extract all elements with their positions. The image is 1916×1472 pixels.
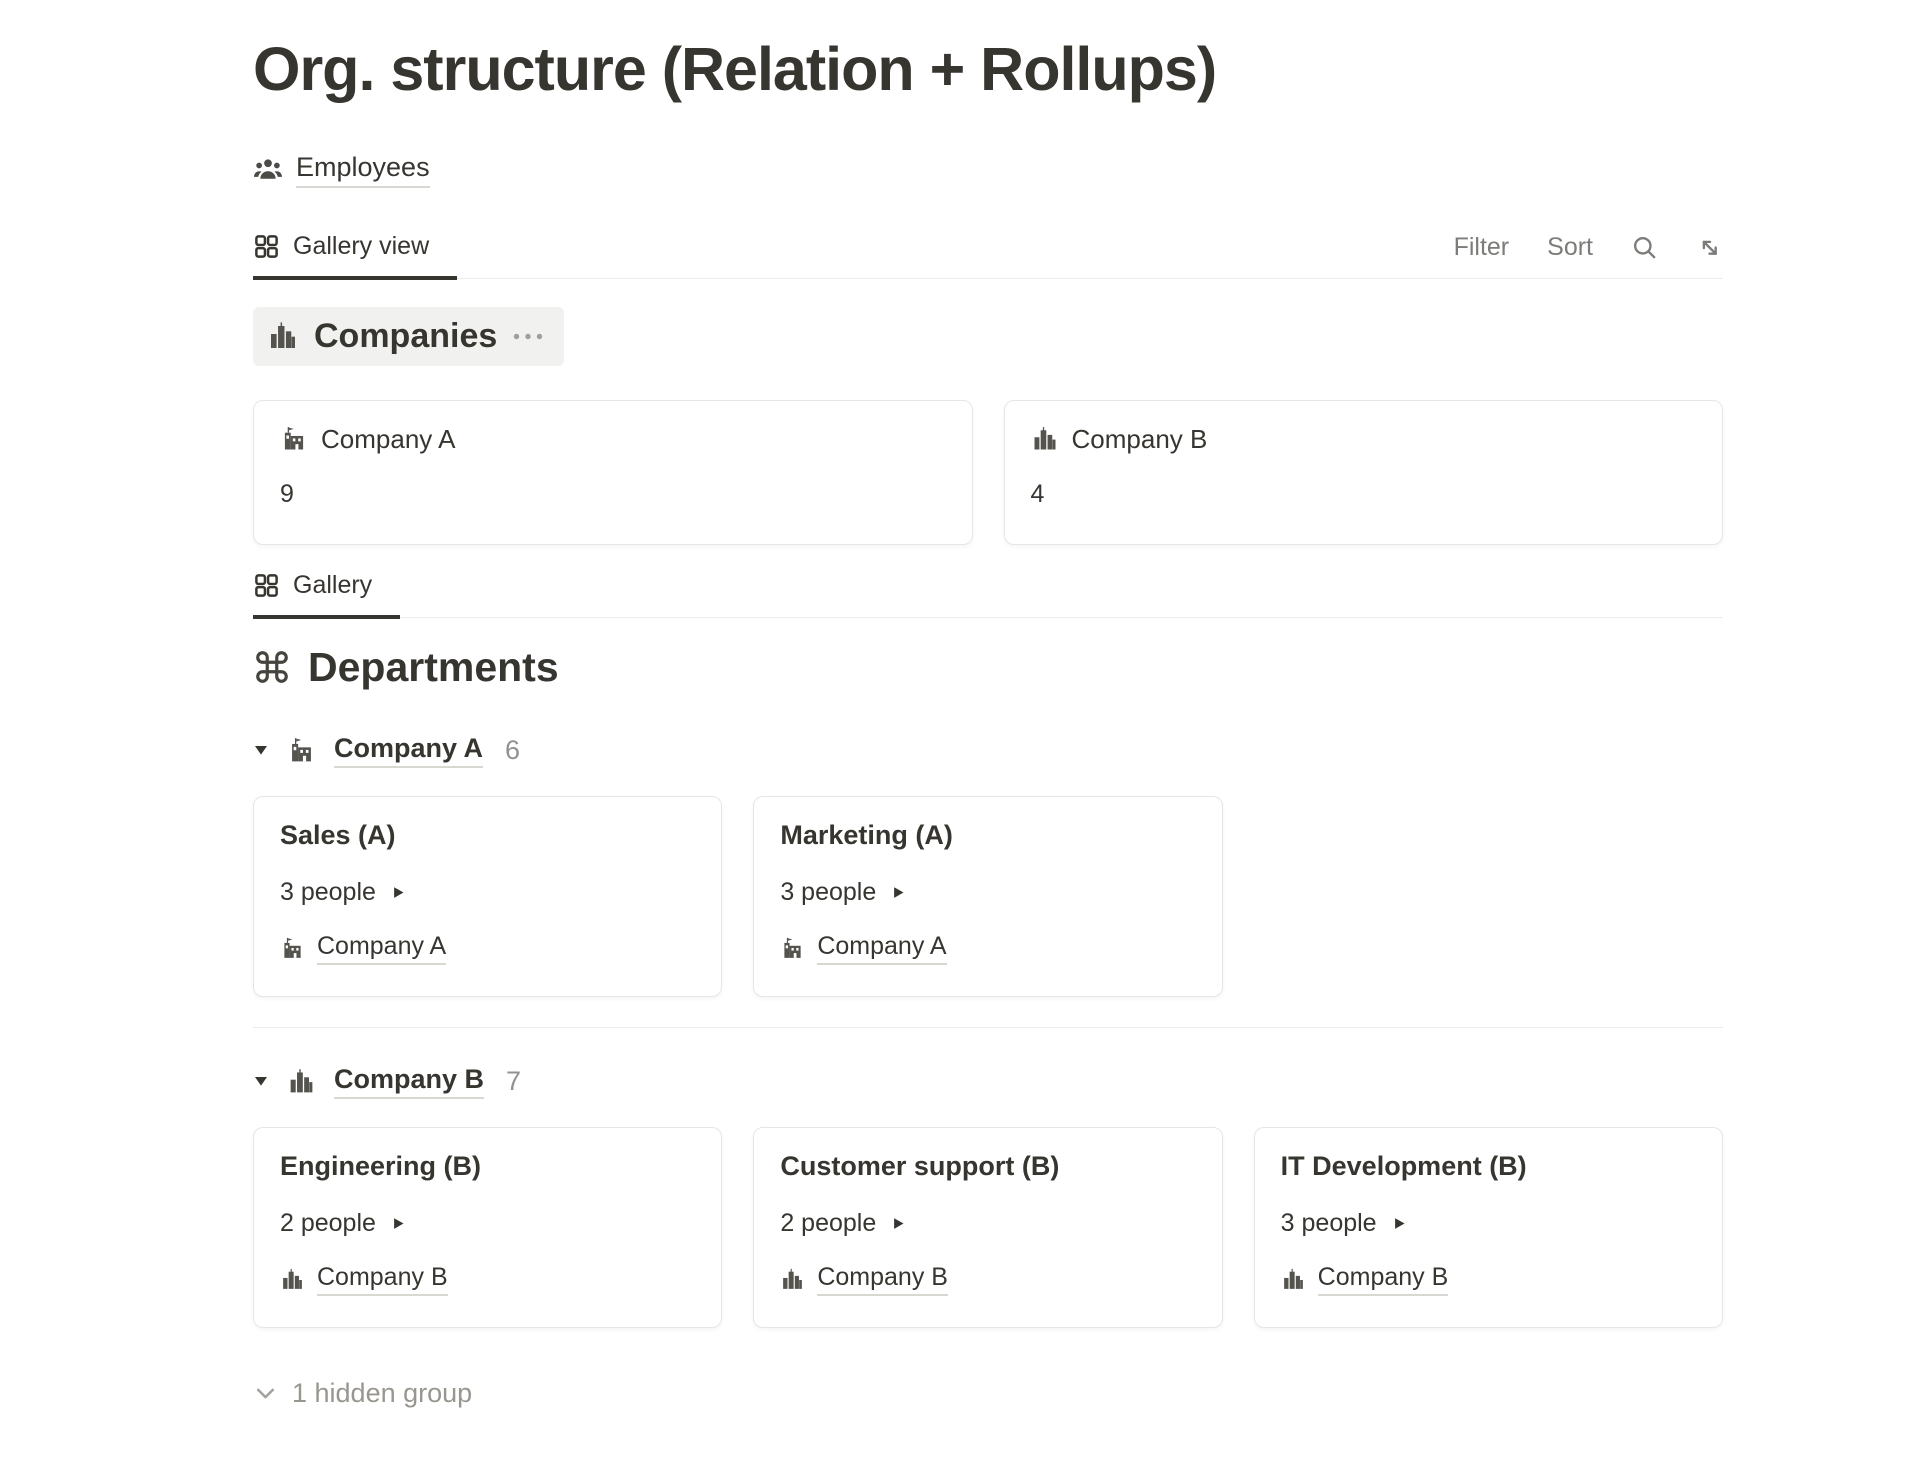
tab-gallery[interactable]: Gallery	[253, 570, 401, 619]
people-count: 3 people	[280, 877, 376, 906]
people-count: 2 people	[780, 1208, 877, 1237]
department-card-it-development-b[interactable]: IT Development (B) 3 people Company B	[1253, 1126, 1723, 1328]
card-title: Marketing (A)	[780, 819, 953, 850]
company-relation-link[interactable]: Company A	[817, 932, 947, 965]
school-building-icon	[280, 425, 308, 453]
sort-button[interactable]: Sort	[1547, 232, 1593, 261]
card-title: Engineering (B)	[280, 1150, 481, 1181]
play-arrow-icon[interactable]	[391, 885, 406, 900]
tab-gallery-view-label: Gallery view	[293, 231, 430, 260]
department-card-engineering-b[interactable]: Engineering (B) 2 people Company B	[253, 1126, 723, 1328]
cityscape-icon	[780, 1267, 805, 1292]
toggle-triangle-icon[interactable]	[253, 742, 269, 758]
group-header-company-b: Company B 7	[253, 1064, 1723, 1099]
cityscape-icon	[280, 1267, 305, 1292]
departments-card-grid-a: Sales (A) 3 people Company A	[253, 795, 1723, 997]
people-count: 3 people	[1280, 1208, 1377, 1237]
companies-group-header[interactable]: Companies	[253, 306, 565, 366]
companies-view-tabbar: Gallery view Filter Sort	[253, 231, 1723, 280]
group-company-link[interactable]: Company B	[334, 1064, 485, 1099]
people-count: 3 people	[780, 877, 877, 906]
hidden-group-toggle[interactable]: 1 hidden group	[253, 1378, 1723, 1409]
company-relation-link[interactable]: Company B	[317, 1263, 448, 1296]
companies-card-grid: Company A 9 Company B 4	[253, 399, 1723, 545]
tab-gallery-view[interactable]: Gallery view	[253, 231, 458, 280]
department-card-customer-support-b[interactable]: Customer support (B) 2 people Company B	[753, 1126, 1223, 1328]
group-count: 6	[505, 734, 521, 765]
companies-group-title: Companies	[314, 316, 498, 355]
departments-section-header: Departments	[253, 644, 1723, 691]
play-arrow-icon[interactable]	[1392, 1216, 1407, 1231]
rollup-count: 9	[280, 479, 294, 508]
employees-link[interactable]: Employees	[253, 152, 1723, 188]
cityscape-icon	[1281, 1267, 1306, 1292]
department-card-sales-a[interactable]: Sales (A) 3 people Company A	[253, 795, 723, 997]
expand-icon[interactable]	[1696, 234, 1723, 261]
view-toolbar: Filter Sort	[1454, 233, 1723, 278]
cityscape-icon	[1031, 425, 1059, 453]
chevron-down-icon	[253, 1381, 278, 1406]
employees-link-label: Employees	[296, 152, 430, 188]
command-icon	[253, 648, 291, 686]
group-count: 7	[506, 1065, 522, 1096]
play-arrow-icon[interactable]	[891, 1216, 906, 1231]
group-header-company-a: Company A 6	[253, 733, 1723, 768]
company-b-card[interactable]: Company B 4	[1003, 399, 1723, 545]
toggle-triangle-icon[interactable]	[253, 1073, 269, 1089]
search-icon[interactable]	[1631, 234, 1658, 261]
hidden-group-label: 1 hidden group	[292, 1377, 473, 1408]
department-card-marketing-a[interactable]: Marketing (A) 3 people Company A	[753, 795, 1223, 997]
page-content: Org. structure (Relation + Rollups) Empl…	[253, 35, 1723, 1409]
card-title: Customer support (B)	[780, 1150, 1060, 1181]
departments-card-grid-b: Engineering (B) 2 people Company B	[253, 1126, 1723, 1328]
play-arrow-icon[interactable]	[891, 885, 906, 900]
school-building-icon	[287, 736, 316, 765]
card-title: IT Development (B)	[1280, 1150, 1527, 1181]
card-title: Company B	[1071, 423, 1208, 454]
company-relation-link[interactable]: Company A	[317, 932, 447, 965]
people-count: 2 people	[280, 1208, 376, 1237]
people-icon	[253, 155, 283, 185]
play-arrow-icon[interactable]	[391, 1216, 406, 1231]
group-divider	[253, 1026, 1723, 1028]
page-title: Org. structure (Relation + Rollups)	[253, 35, 1217, 103]
card-title: Sales (A)	[280, 819, 396, 850]
gallery-icon	[253, 233, 280, 260]
rollup-count: 4	[1030, 479, 1045, 508]
card-title: Company A	[321, 423, 456, 454]
company-relation-link[interactable]: Company B	[817, 1263, 948, 1296]
company-a-card[interactable]: Company A 9	[253, 399, 973, 545]
departments-section-title: Departments	[308, 643, 559, 690]
cityscape-icon	[287, 1067, 316, 1096]
company-relation-link[interactable]: Company B	[1317, 1263, 1449, 1296]
departments-view-tabbar: Gallery	[253, 570, 1723, 619]
group-company-link[interactable]: Company A	[334, 733, 484, 768]
ellipsis-icon[interactable]	[512, 332, 544, 341]
school-building-icon	[780, 936, 805, 961]
gallery-icon	[253, 572, 280, 599]
tab-gallery-label: Gallery	[293, 570, 373, 599]
filter-button[interactable]: Filter	[1453, 232, 1510, 261]
cityscape-icon	[267, 320, 299, 352]
school-building-icon	[280, 936, 305, 961]
